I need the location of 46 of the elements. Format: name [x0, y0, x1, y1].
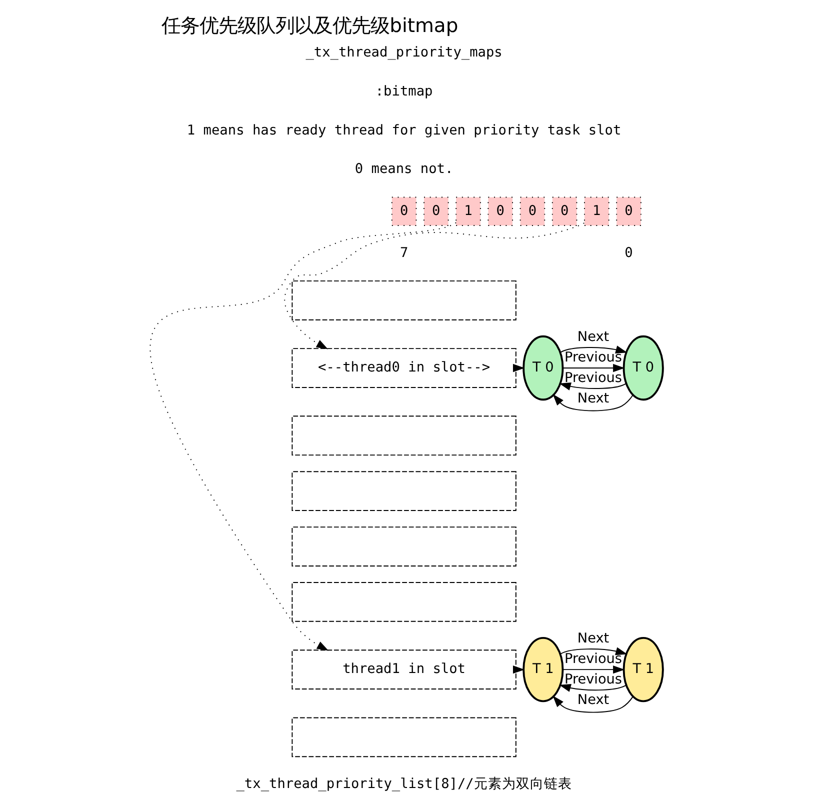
arrow — [512, 364, 525, 372]
node-box: 1 — [584, 196, 610, 226]
node-box: 0 — [552, 196, 578, 226]
arrow — [284, 222, 585, 350]
arrow — [562, 364, 625, 372]
label: _tx_thread_priority_list[8]//元素为双向链表 — [236, 776, 572, 792]
node-box: 0 — [488, 196, 513, 226]
label: 1 means has ready thread for given priority task slot — [186, 122, 622, 138]
node-ellipse: T 1 — [622, 636, 664, 702]
label: _tx_thread_priority_maps — [306, 44, 502, 60]
edge-label: Previous — [564, 349, 622, 366]
node-ellipse: T 0 — [522, 335, 564, 401]
node-box: 0 — [616, 196, 642, 226]
edge-label: Next — [577, 328, 610, 345]
edge-label: Previous — [564, 650, 622, 667]
node-box — [292, 526, 516, 566]
node-box — [292, 280, 516, 320]
diagram-title: 任务优先级队列以及优先级bitmap — [162, 14, 458, 37]
edge-label: Next — [577, 692, 610, 708]
arrow — [560, 346, 628, 354]
arrow — [552, 394, 634, 412]
node-box: 0 — [520, 196, 546, 226]
edge-label: Previous — [564, 671, 622, 688]
node-box — [292, 717, 516, 758]
node-ellipse: T 1 — [522, 636, 564, 702]
arrow — [559, 684, 626, 692]
edge-label: Previous — [564, 370, 622, 386]
arrow — [150, 222, 457, 651]
arrow — [560, 647, 628, 656]
label: :bitmap — [375, 83, 433, 100]
node-box — [292, 471, 516, 511]
arrow — [512, 665, 525, 674]
node-box: 1 — [456, 196, 481, 226]
node-ellipse: T 0 — [622, 335, 664, 401]
node-box: 0 — [391, 196, 417, 226]
edge-label: Next — [577, 630, 610, 647]
label: 7 — [400, 244, 408, 261]
arrow — [559, 382, 626, 390]
label: 0 — [624, 244, 633, 261]
arrow — [562, 665, 625, 674]
arrow — [552, 696, 634, 713]
node-box — [292, 582, 516, 622]
node-box: 0 — [424, 196, 449, 226]
edge-label: Next — [577, 390, 610, 406]
label: 0 means not. — [354, 161, 454, 178]
node-box — [292, 416, 516, 456]
